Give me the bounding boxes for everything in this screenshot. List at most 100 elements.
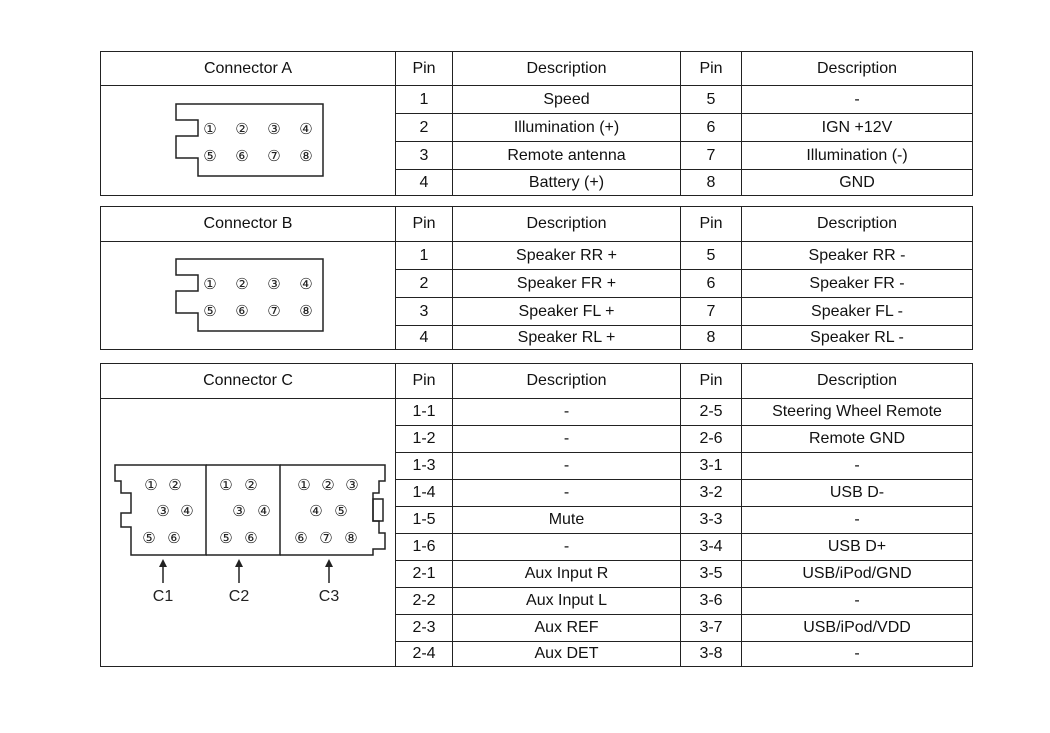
description-cell: Speaker FR + [452,269,681,298]
description-cell: Speaker RR - [741,241,973,270]
pin-cell: 2 [395,269,453,298]
pin-cell: 1-1 [395,398,453,426]
pin-header: Pin [680,206,742,242]
description-cell: Remote GND [741,425,973,453]
description-cell: USB D+ [741,533,973,561]
pin-7-label: ⑦ [267,148,280,165]
pin-cell: 2-4 [395,641,453,667]
pin-cell: 2-3 [395,614,453,642]
c1-label: C1 [153,588,174,605]
table-row: 1-4 - 3-2 USB D- [101,479,973,507]
pin-cell: 1-4 [395,479,453,507]
description-cell: USB/iPod/GND [741,560,973,588]
c2-pin-1: ① [219,477,232,494]
description-cell: - [741,587,973,615]
description-cell: Aux REF [452,614,681,642]
connector-b-table: Connector B Pin Description Pin Descript… [100,206,973,350]
pin-cell: 2-2 [395,587,453,615]
description-cell: Mute [452,506,681,534]
pin-5-label: ⑤ [203,303,216,320]
pin-cell: 3-3 [680,506,742,534]
c1-pin-5: ⑤ [142,530,155,547]
connector-b-diagram: ① ② ③ ④ ⑤ ⑥ ⑦ ⑧ [100,241,396,350]
description-header: Description [741,51,973,86]
description-cell: Illumination (-) [741,141,973,170]
pin-cell: 7 [680,297,742,326]
pin-cell: 2-6 [680,425,742,453]
description-cell: USB/iPod/VDD [741,614,973,642]
c1-pin-6: ⑥ [167,530,180,547]
description-cell: - [452,398,681,426]
pin-cell: 8 [680,325,742,350]
description-header: Description [452,363,681,399]
pin-7-label: ⑦ [267,303,280,320]
description-cell: Battery (+) [452,169,681,196]
pin-5-label: ⑤ [203,148,216,165]
pin-8-label: ⑧ [299,303,312,320]
pin-header: Pin [680,363,742,399]
c2-housing [206,463,281,556]
table-row: ① ② ③ ④ ⑤ ⑥ ⑦ ⑧ 1 Speed 5 - [100,85,973,196]
pin-header: Pin [680,51,742,86]
pin-header: Pin [395,206,453,242]
description-header: Description [741,206,973,242]
pin-2-label: ② [235,276,248,293]
pin-cell: 6 [680,269,742,298]
c2-pin-4: ④ [257,503,270,520]
connector-c-table: Connector C Pin Description Pin Descript… [100,363,973,667]
description-header: Description [452,51,681,86]
pin-cell: 4 [395,325,453,350]
description-cell: Speaker FL - [741,297,973,326]
connector-b-housing-icon: ① ② ③ ④ ⑤ ⑥ ⑦ ⑧ [175,257,324,332]
table-row: 2-4 Aux DET 3-8 - [101,641,973,667]
description-cell: - [452,479,681,507]
connector-c-title: Connector C [100,363,396,399]
c3-pin-8: ⑧ [344,530,357,547]
pin-cell: 1-3 [395,452,453,480]
pin-cell: 3 [395,141,453,170]
pin-cell: 4 [395,169,453,196]
c2-pin-5: ⑤ [219,530,232,547]
pin-cell: 2-1 [395,560,453,588]
description-cell: Aux DET [452,641,681,667]
description-cell: Speaker FL + [452,297,681,326]
c2-pin-3: ③ [232,503,245,520]
pin-cell: 7 [680,141,742,170]
pin-cell: 3-8 [680,641,742,667]
description-cell: Speaker RL + [452,325,681,350]
connector-c-header-row: Connector C Pin Description Pin Descript… [100,363,973,399]
connector-a-housing-icon: ① ② ③ ④ ⑤ ⑥ ⑦ ⑧ [175,102,324,177]
description-cell: Remote antenna [452,141,681,170]
table-row: 3 Remote antenna 7 Illumination (-) [101,141,973,170]
description-cell: Speaker RL - [741,325,973,350]
pin-cell: 1-2 [395,425,453,453]
pin-header: Pin [395,51,453,86]
table-row: ① ② ③ ④ ⑤ ⑥ ① ② ③ ④ ⑤ ⑥ ① ② ③ [100,398,973,667]
description-cell: - [452,452,681,480]
description-cell: - [741,641,973,667]
pin-1-label: ① [203,121,216,138]
pin-4-label: ④ [299,276,312,293]
c2-label: C2 [229,588,250,605]
pin-cell: 5 [680,241,742,270]
pin-cell: 1-6 [395,533,453,561]
table-row: 2-1 Aux Input R 3-5 USB/iPod/GND [101,560,973,588]
description-cell: - [741,85,973,114]
c2-arrow-icon [235,558,243,567]
table-row: 3 Speaker FL + 7 Speaker FL - [101,297,973,326]
pin-cell: 3-2 [680,479,742,507]
connector-a-table: Connector A Pin Description Pin Descript… [100,51,973,196]
table-row: 1-3 - 3-1 - [101,452,973,480]
connector-b-title: Connector B [100,206,396,242]
description-cell: Aux Input L [452,587,681,615]
c3-arrow-icon [325,558,333,567]
pin-cell: 3-7 [680,614,742,642]
c1-pin-4: ④ [180,503,193,520]
pin-cell: 5 [680,85,742,114]
connector-a-diagram: ① ② ③ ④ ⑤ ⑥ ⑦ ⑧ [100,85,396,196]
pin-cell: 3-6 [680,587,742,615]
c3-pin-7: ⑦ [319,530,332,547]
c3-pin-3: ③ [345,477,358,494]
description-header: Description [741,363,973,399]
description-cell: - [741,452,973,480]
